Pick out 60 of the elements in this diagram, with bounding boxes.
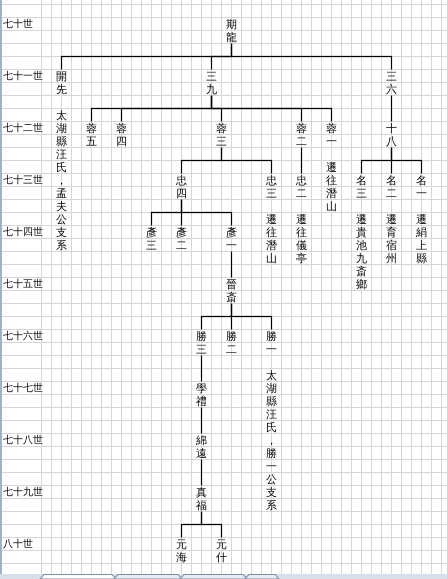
person-name: 蓉一: [326, 122, 338, 148]
generation-label: 七十九世: [3, 486, 43, 498]
generation-label: 八十世: [3, 538, 33, 550]
connector-line: [200, 408, 202, 434]
person-name: 名二: [386, 174, 398, 200]
person-name: 綿遠: [196, 434, 208, 460]
note-text: 遷育宿州: [386, 212, 398, 264]
note-text: 遷往潛山: [326, 160, 338, 212]
connector-line: [210, 96, 332, 122]
person-name: 蓉三: [216, 122, 228, 148]
person-name: 忠四: [176, 174, 188, 200]
note-text: 遷絹上縣: [416, 212, 428, 264]
person-name: 十八: [386, 122, 398, 148]
person-name: 開先: [56, 70, 68, 96]
generation-label: 七十八世: [3, 434, 43, 446]
connector-line: [180, 200, 232, 226]
person-name: 彥一: [226, 226, 238, 252]
note-text: 太湖縣汪氏，孟夫公支系: [56, 108, 68, 252]
connector-line: [220, 148, 272, 174]
generation-label: 七十三世: [3, 174, 43, 186]
connector-line: [300, 148, 302, 174]
generation-label: 七十七世: [3, 382, 43, 394]
note-text: 遷往儀亭: [296, 212, 308, 264]
person-name: 彥三: [146, 226, 158, 252]
person-name: 彥二: [176, 226, 188, 252]
connector-line: [230, 304, 272, 330]
note-text: 遷貴池九斎鄉: [356, 212, 368, 290]
person-name: 期龍: [226, 18, 238, 44]
connector-line: [200, 356, 202, 382]
person-name: 元海: [176, 538, 188, 564]
person-name: 真福: [196, 486, 208, 512]
connector-line: [200, 460, 202, 486]
connector-line: [230, 44, 392, 70]
person-name: 名一: [416, 174, 428, 200]
generation-label: 七十世: [3, 18, 33, 30]
person-name: 忠三: [266, 174, 278, 200]
person-name: 名三: [356, 174, 368, 200]
person-name: 學禮: [196, 382, 208, 408]
generation-label: 七十四世: [3, 226, 43, 238]
connector-line: [390, 96, 392, 122]
person-name: 勝二: [226, 330, 238, 356]
person-name: 蓉二: [296, 122, 308, 148]
person-name: 三六: [386, 70, 398, 96]
person-name: 勝一: [266, 330, 278, 356]
generation-label: 七十二世: [3, 122, 43, 134]
person-name: 忠二: [296, 174, 308, 200]
generation-label: 七十五世: [3, 278, 43, 290]
generation-label: 七十一世: [3, 70, 43, 82]
note-text: 太湖縣汪氏，勝一公支系: [266, 368, 278, 512]
connector-line: [390, 148, 422, 174]
person-name: 晉斎: [226, 278, 238, 304]
person-name: 蓉四: [116, 122, 128, 148]
person-name: 勝三: [196, 330, 208, 356]
person-name: 蓉五: [86, 122, 98, 148]
person-name: 元什: [216, 538, 228, 564]
generation-label: 七十六世: [3, 330, 43, 342]
note-text: 遷往潛山: [266, 212, 278, 264]
connector-line: [200, 512, 222, 538]
person-name: 三九: [206, 70, 218, 96]
connector-line: [230, 252, 232, 278]
